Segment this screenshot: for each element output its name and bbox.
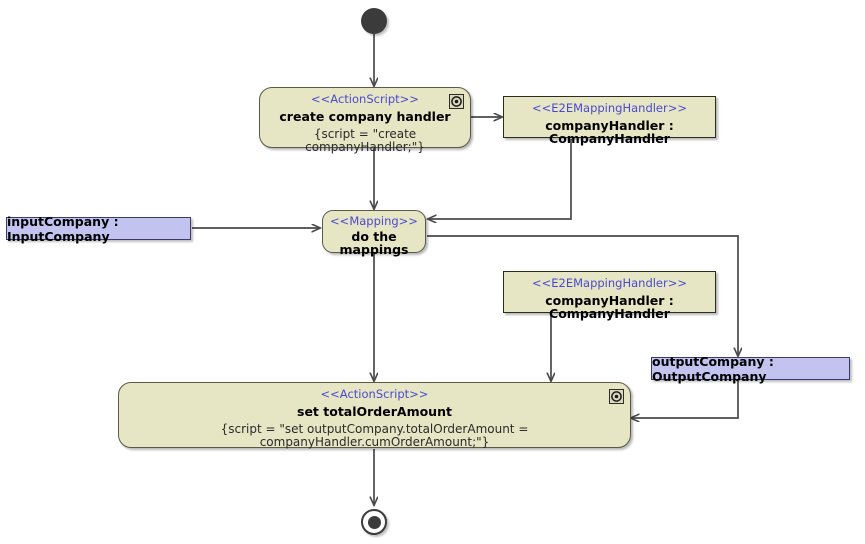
- action-script: {script = "set outputCompany.totalOrderA…: [220, 422, 529, 449]
- action-set-total-order-amount[interactable]: <<ActionScript>> set totalOrderAmount {s…: [118, 382, 631, 448]
- gear-icon[interactable]: [449, 94, 464, 109]
- edge-output-pin-to-set-total: [631, 381, 739, 418]
- edge-handler-top-to-mapping: [428, 139, 572, 219]
- final-node-core: [367, 515, 381, 529]
- handler-title: companyHandler : CompanyHandler: [545, 118, 674, 147]
- action-title: set totalOrderAmount: [297, 404, 452, 420]
- pin-output-company[interactable]: outputCompany : OutputCompany: [651, 354, 850, 384]
- action-create-company-handler[interactable]: <<ActionScript>> create company handler …: [259, 87, 471, 153]
- stereotype-label: <<E2EMappingHandler>>: [531, 101, 688, 115]
- stereotype-label: <<Mapping>>: [330, 214, 418, 228]
- action-title: do the mappings: [339, 229, 409, 258]
- stereotype-label: <<ActionScript>>: [320, 387, 429, 401]
- final-node[interactable]: [361, 509, 387, 535]
- handler-company-handler-top[interactable]: <<E2EMappingHandler>> companyHandler : C…: [503, 96, 716, 145]
- action-title: create company handler: [279, 109, 451, 125]
- edge-mapping-to-output-pin: [427, 235, 738, 356]
- stereotype-label: <<E2EMappingHandler>>: [531, 276, 688, 290]
- action-do-the-mappings[interactable]: <<Mapping>> do the mappings: [322, 210, 426, 258]
- pin-input-company[interactable]: inputCompany : InputCompany: [6, 214, 191, 244]
- gear-icon[interactable]: [609, 389, 624, 404]
- handler-company-handler-bottom[interactable]: <<E2EMappingHandler>> companyHandler : C…: [503, 271, 716, 320]
- handler-title: companyHandler : CompanyHandler: [545, 293, 674, 322]
- stereotype-label: <<ActionScript>>: [311, 92, 419, 106]
- initial-node[interactable]: [361, 8, 387, 34]
- action-script: {script = "create companyHandler;"}: [305, 127, 425, 154]
